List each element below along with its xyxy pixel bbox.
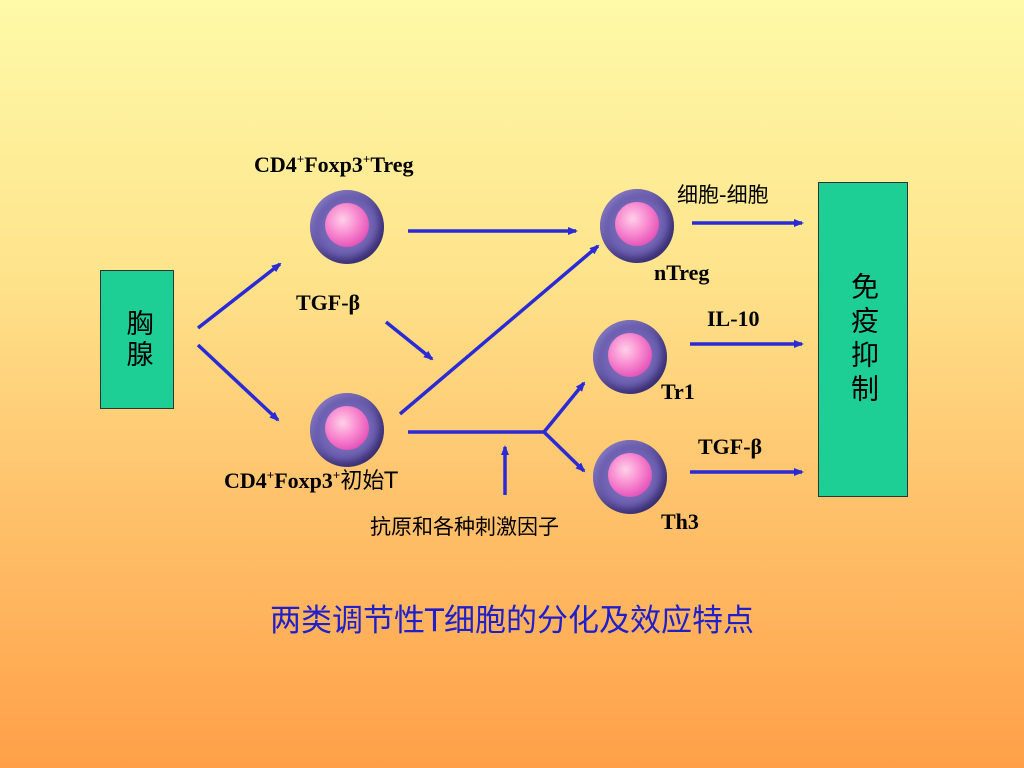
immunosuppression-box: 免疫抑制 [818, 182, 908, 497]
thymus-label: 胸腺 [121, 308, 153, 371]
il10-label: IL-10 [707, 306, 760, 331]
arrow-thymus-to-naive [196, 343, 280, 422]
arrow-naive-to-ntreg [398, 244, 600, 416]
treg-label: CD4+Foxp3+Treg [254, 151, 414, 177]
ntreg-cell-nucleus [615, 202, 659, 246]
naive-t-cell [310, 393, 384, 467]
ntreg-cell [600, 189, 674, 263]
figure-caption: 两类调节性T细胞的分化及效应特点 [270, 603, 754, 639]
th3-label: Th3 [661, 509, 699, 534]
thymus-box: 胸腺 [100, 270, 174, 409]
tr1-label: Tr1 [661, 379, 695, 404]
naive-t-cell-nucleus [325, 406, 369, 450]
th3-cell-nucleus [608, 453, 652, 497]
cell-cell-label: 细胞-细胞 [677, 183, 769, 207]
tr1-cell-nucleus [608, 333, 652, 377]
treg-cell-nucleus [325, 203, 369, 247]
tr1-cell [593, 320, 667, 394]
antigen-stimuli-label: 抗原和各种刺激因子 [370, 515, 559, 539]
arrow-tgf-beta [384, 320, 434, 361]
immunosuppression-label: 免疫抑制 [847, 271, 880, 408]
tgf-beta-left-label: TGF-β [296, 290, 361, 315]
th3-cell [593, 440, 667, 514]
treg-cell [310, 190, 384, 264]
naive-t-label: CD4+Foxp3+初始T [224, 467, 398, 494]
arrow-branch-to-tr1 [542, 381, 586, 434]
arrow-thymus-to-treg [196, 262, 282, 330]
arrow-branch-to-th3 [542, 430, 586, 473]
tgf-beta-right-label: TGF-β [698, 434, 763, 459]
ntreg-label: nTreg [654, 260, 710, 285]
